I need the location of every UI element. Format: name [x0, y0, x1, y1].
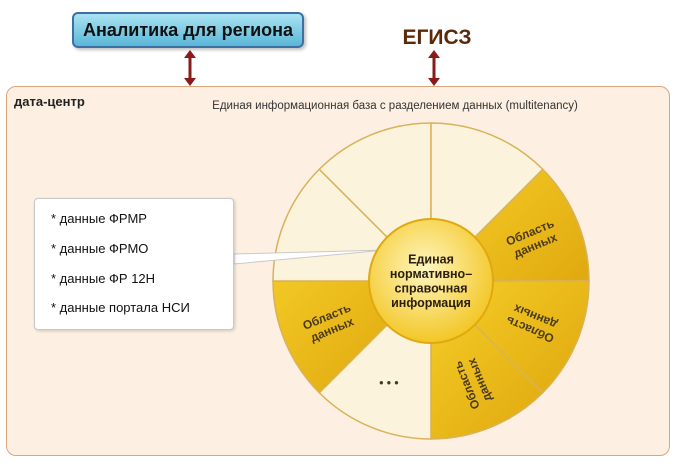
egisz-link-arrow — [428, 50, 440, 86]
info-item-nsi-portal: * данные портала НСИ — [51, 300, 190, 315]
info-item-fr12n: * данные ФР 12Н — [51, 271, 156, 286]
data-wheel: ОбластьданныхОбластьданныхОбластьданных•… — [272, 122, 590, 440]
connector-arrows — [184, 50, 440, 86]
info-item-frmo: * данные ФРМО — [51, 241, 149, 256]
callout-pointer — [233, 249, 387, 265]
datacenter-label: дата-центр — [14, 94, 85, 109]
region-analytics-box: Аналитика для региона — [72, 12, 304, 48]
info-item-frmr: * данные ФРМР — [51, 211, 147, 226]
database-caption: Единая информационная база с разделением… — [212, 100, 578, 112]
region-link-arrow — [184, 50, 196, 86]
region-analytics-label: Аналитика для региона — [82, 19, 294, 40]
data-sources-box: * данные ФРМР * данные ФРМО * данные ФР … — [34, 198, 234, 330]
egisz-title: ЕГИСЗ — [402, 26, 472, 49]
wheel-segment-label-3: • • • — [379, 376, 398, 390]
